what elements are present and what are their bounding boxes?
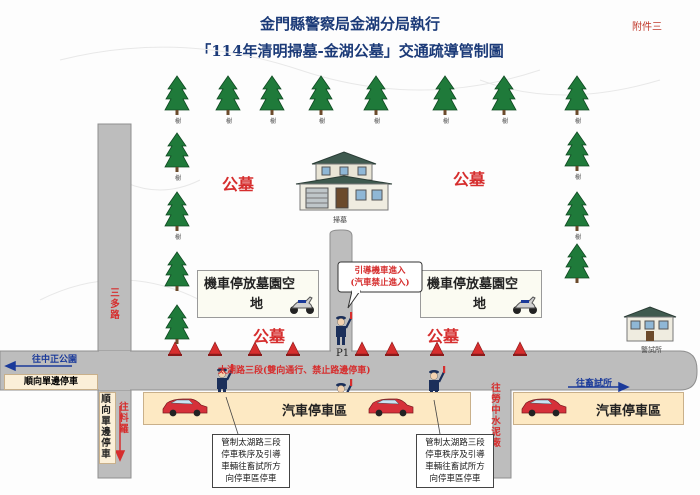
main-road-label: 太湖路三段(雙向通行、禁止路邊停車) xyxy=(218,366,371,376)
guide-bubble-line-1: 引導機車進入 xyxy=(354,266,406,276)
car-zone-label: 汽車停車區 xyxy=(596,404,662,419)
moto-lot-right: 機車停放墓園空 地 xyxy=(420,270,542,318)
station-label: 警試所 xyxy=(641,346,662,354)
cemetery-label-left: 公墓 xyxy=(222,175,255,194)
cemetery-label-bottom-right: 公墓 xyxy=(427,327,460,346)
cemetery-label-bottom-left: 公墓 xyxy=(253,327,286,346)
title-line-2: 「114年清明掃墓-金湖公墓」交通疏導管制圖 xyxy=(196,42,504,60)
note-left: 管制太湖路三段停車秩序及引導車輛往畜試所方向停車區停車 xyxy=(212,434,290,488)
building-icon xyxy=(295,151,393,211)
tree-label: 樹 xyxy=(502,118,509,125)
one-way-parking-vertical-box xyxy=(99,392,116,464)
tree-label: 樹 xyxy=(270,118,277,125)
tree-label: 樹 xyxy=(575,118,582,125)
to-station-label: 往畜試所 xyxy=(576,379,613,389)
to-lake-label: 往料羅 xyxy=(119,402,129,435)
guide-bubble-text: 引導機車進入 (汽車禁止進入) xyxy=(338,265,422,289)
car-zone-label: 汽車停車區 xyxy=(282,404,348,419)
moto-lot-title: 機車停放墓園空 xyxy=(427,277,519,292)
annex-label: 附件三 xyxy=(632,22,662,33)
tree-label: 樹 xyxy=(175,118,182,125)
moto-lot-title: 機車停放墓園空 xyxy=(204,277,296,292)
tree-label: 樹 xyxy=(575,174,582,181)
to-park-label: 往中正公園 xyxy=(32,355,78,365)
guide-bubble xyxy=(337,261,423,309)
moto-lot-title-2: 地 xyxy=(250,297,264,312)
road-main xyxy=(0,350,698,391)
tree-label: 樹 xyxy=(443,118,450,125)
arrow-to-park xyxy=(4,360,72,372)
guide-bubble-line-2: (汽車禁止進入) xyxy=(350,278,410,288)
moto-lot-title-2: 地 xyxy=(473,297,487,312)
road-right-label: 往勞中水泥廠 xyxy=(491,383,501,449)
tree-label: 樹 xyxy=(575,234,582,241)
one-way-parking-vertical: 順向單邊停車 xyxy=(101,394,111,460)
building-label: 掃墓 xyxy=(333,216,347,224)
station-building-icon xyxy=(623,306,677,342)
note-right: 管制太湖路三段停車秩序及引導車輛往畜試所方向停車區停車 xyxy=(416,434,494,488)
arrow-down-lake xyxy=(114,406,126,462)
road-sanduo-label: 三多路 xyxy=(110,288,120,321)
post-p1: P1 xyxy=(336,348,350,359)
moto-lot-left: 機車停放墓園空 地 xyxy=(197,270,319,318)
tree-label: 樹 xyxy=(175,175,182,182)
title-line-1: 金門縣警察局金湖分局執行 xyxy=(259,15,440,33)
tree-label: 樹 xyxy=(226,118,233,125)
tree-label: 樹 xyxy=(319,118,326,125)
scooter-icon xyxy=(513,296,537,314)
tree-label: 樹 xyxy=(175,234,182,241)
one-way-parking-horizontal: 順向單邊停車 xyxy=(4,374,98,390)
tree-label: 樹 xyxy=(374,118,381,125)
arrow-to-station xyxy=(568,381,630,393)
cemetery-label-right: 公墓 xyxy=(453,170,486,189)
scooter-icon xyxy=(290,296,314,314)
